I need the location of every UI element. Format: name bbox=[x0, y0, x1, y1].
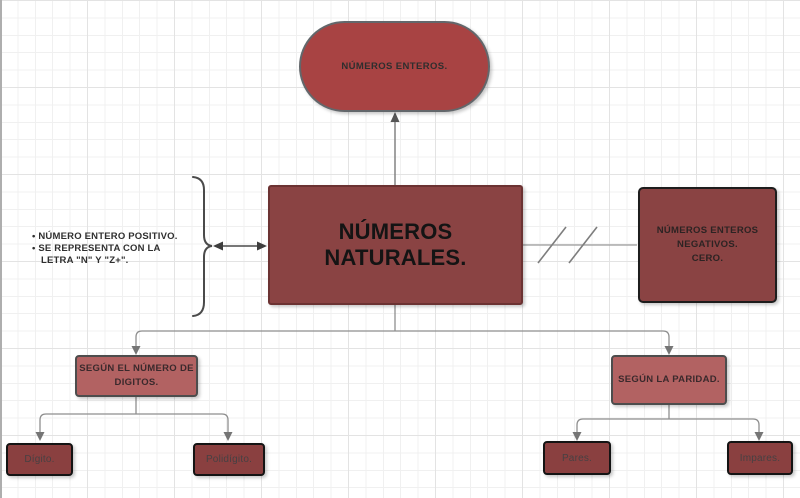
node-label-line: NÚMEROS ENTEROS bbox=[656, 224, 759, 236]
edge-naturales-enteros[interactable] bbox=[390, 112, 400, 185]
node-label: Dígito. bbox=[24, 454, 55, 465]
arrowhead-down-icon bbox=[131, 346, 141, 355]
arrowhead-down-icon bbox=[572, 432, 582, 441]
arrowhead-up-icon bbox=[390, 112, 400, 122]
canvas-left-edge bbox=[0, 0, 2, 498]
arrowhead-right-icon bbox=[257, 241, 267, 251]
edge-naturales-categories[interactable] bbox=[131, 305, 674, 355]
node-pares[interactable]: Pares. bbox=[543, 441, 611, 475]
node-label: NÚMEROS ENTEROS. bbox=[341, 61, 448, 72]
node-label: Impares. bbox=[739, 452, 781, 464]
note-bullet: SE REPRESENTA CON LA LETRA "N" Y "Z+". bbox=[32, 243, 184, 267]
node-numeros-naturales[interactable]: NÚMEROS NATURALES. bbox=[268, 185, 523, 305]
curly-brace-icon[interactable] bbox=[192, 176, 213, 317]
arrowhead-down-icon bbox=[664, 346, 674, 355]
node-label: NÚMEROS ENTEROS NEGATIVOS. CERO. bbox=[657, 224, 759, 267]
node-polidigito[interactable]: Polidígito. bbox=[193, 443, 265, 476]
note-bullet: NÚMERO ENTERO POSITIVO. bbox=[32, 231, 184, 243]
slash-mark-icon bbox=[537, 226, 567, 264]
edge-digitos-leaves[interactable] bbox=[35, 397, 233, 441]
node-numeros-enteros[interactable]: NÚMEROS ENTEROS. bbox=[299, 21, 490, 112]
node-label-line: CERO. bbox=[691, 253, 724, 265]
node-label: SEGÚN LA PARIDAD. bbox=[618, 374, 720, 386]
node-label-line: SEGÚN EL NÚMERO DE bbox=[79, 363, 194, 375]
page-title: NÚMEROS NATURALES. bbox=[324, 219, 467, 270]
slash-mark-icon bbox=[568, 226, 598, 264]
node-digito[interactable]: Dígito. bbox=[6, 443, 73, 476]
node-impares[interactable]: Impares. bbox=[727, 441, 793, 475]
note-text-block[interactable]: NÚMERO ENTERO POSITIVO. SE REPRESENTA CO… bbox=[32, 231, 184, 267]
node-segun-paridad[interactable]: SEGÚN LA PARIDAD. bbox=[611, 355, 727, 405]
edge-paridad-leaves[interactable] bbox=[572, 405, 764, 441]
node-numeros-enteros-negativos[interactable]: NÚMEROS ENTEROS NEGATIVOS. CERO. bbox=[638, 187, 777, 303]
arrowhead-down-icon bbox=[35, 432, 45, 441]
node-segun-numero-digitos[interactable]: SEGÚN EL NÚMERO DE DIGITOS. bbox=[75, 355, 198, 397]
node-label-line: DIGITOS. bbox=[114, 377, 159, 388]
arrowhead-down-icon bbox=[223, 432, 233, 441]
edge-naturales-negativos[interactable] bbox=[523, 226, 637, 264]
node-label: Pares. bbox=[561, 452, 593, 464]
node-label: Polidígito. bbox=[205, 454, 253, 465]
node-label-line: NEGATIVOS. bbox=[677, 238, 738, 250]
edge-note-naturales[interactable] bbox=[213, 241, 267, 251]
arrowhead-down-icon bbox=[754, 432, 764, 441]
node-label: SEGÚN EL NÚMERO DE DIGITOS. bbox=[79, 362, 194, 390]
arrowhead-left-icon bbox=[213, 241, 223, 251]
